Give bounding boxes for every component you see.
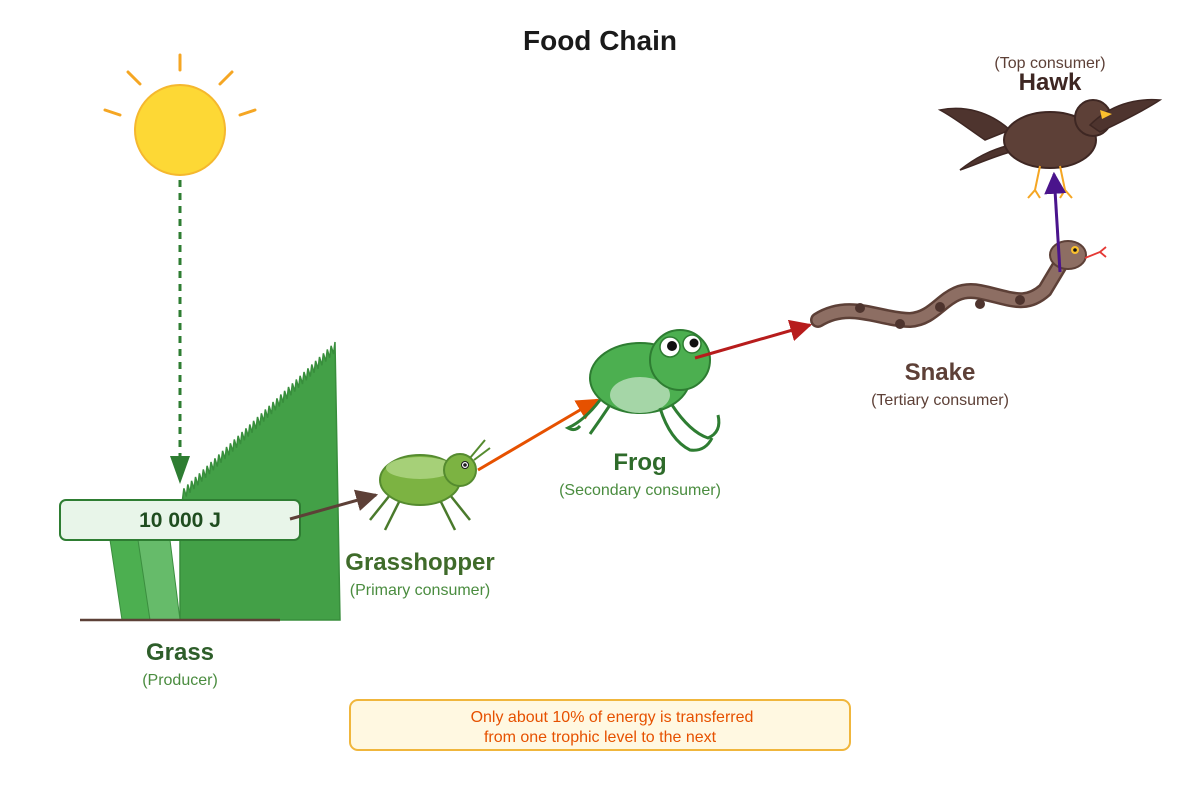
sun-icon [103, 53, 257, 176]
energy-note-line1: Only about 10% of energy is transferred [471, 709, 754, 726]
energy-label: 10 000 J [59, 499, 301, 541]
energy-note: Only about 10% of energy is transferred … [349, 699, 851, 751]
arrow-grass-to-grasshopper [289, 489, 379, 521]
grasshopper-name: Grasshopper [345, 549, 494, 576]
grass-icon [80, 341, 341, 622]
grasshopper-icon [369, 439, 491, 531]
frog-icon [564, 329, 721, 452]
hawk-role: (Top consumer) [994, 55, 1105, 72]
arrow-snake-to-hawk [1044, 171, 1067, 273]
frog-name: Frog [613, 449, 666, 476]
frog-role: (Secondary consumer) [559, 482, 721, 499]
grass-role: (Producer) [142, 672, 218, 689]
snake-icon [810, 240, 1107, 329]
diagram-title: Food Chain [523, 25, 677, 56]
sunlight-arrow [170, 180, 190, 484]
energy-value: 10 000 J [139, 509, 221, 532]
arrow-frog-to-snake [694, 319, 813, 360]
energy-note-line2: from one trophic level to the next [484, 729, 717, 746]
hawk-icon [937, 98, 1163, 199]
hawk-name: Hawk [1019, 69, 1082, 96]
grasshopper-role: (Primary consumer) [350, 582, 490, 599]
grass-name: Grass [146, 639, 214, 666]
snake-name: Snake [905, 359, 976, 386]
snake-role: (Tertiary consumer) [871, 392, 1009, 409]
arrow-grasshopper-to-frog [477, 398, 599, 472]
